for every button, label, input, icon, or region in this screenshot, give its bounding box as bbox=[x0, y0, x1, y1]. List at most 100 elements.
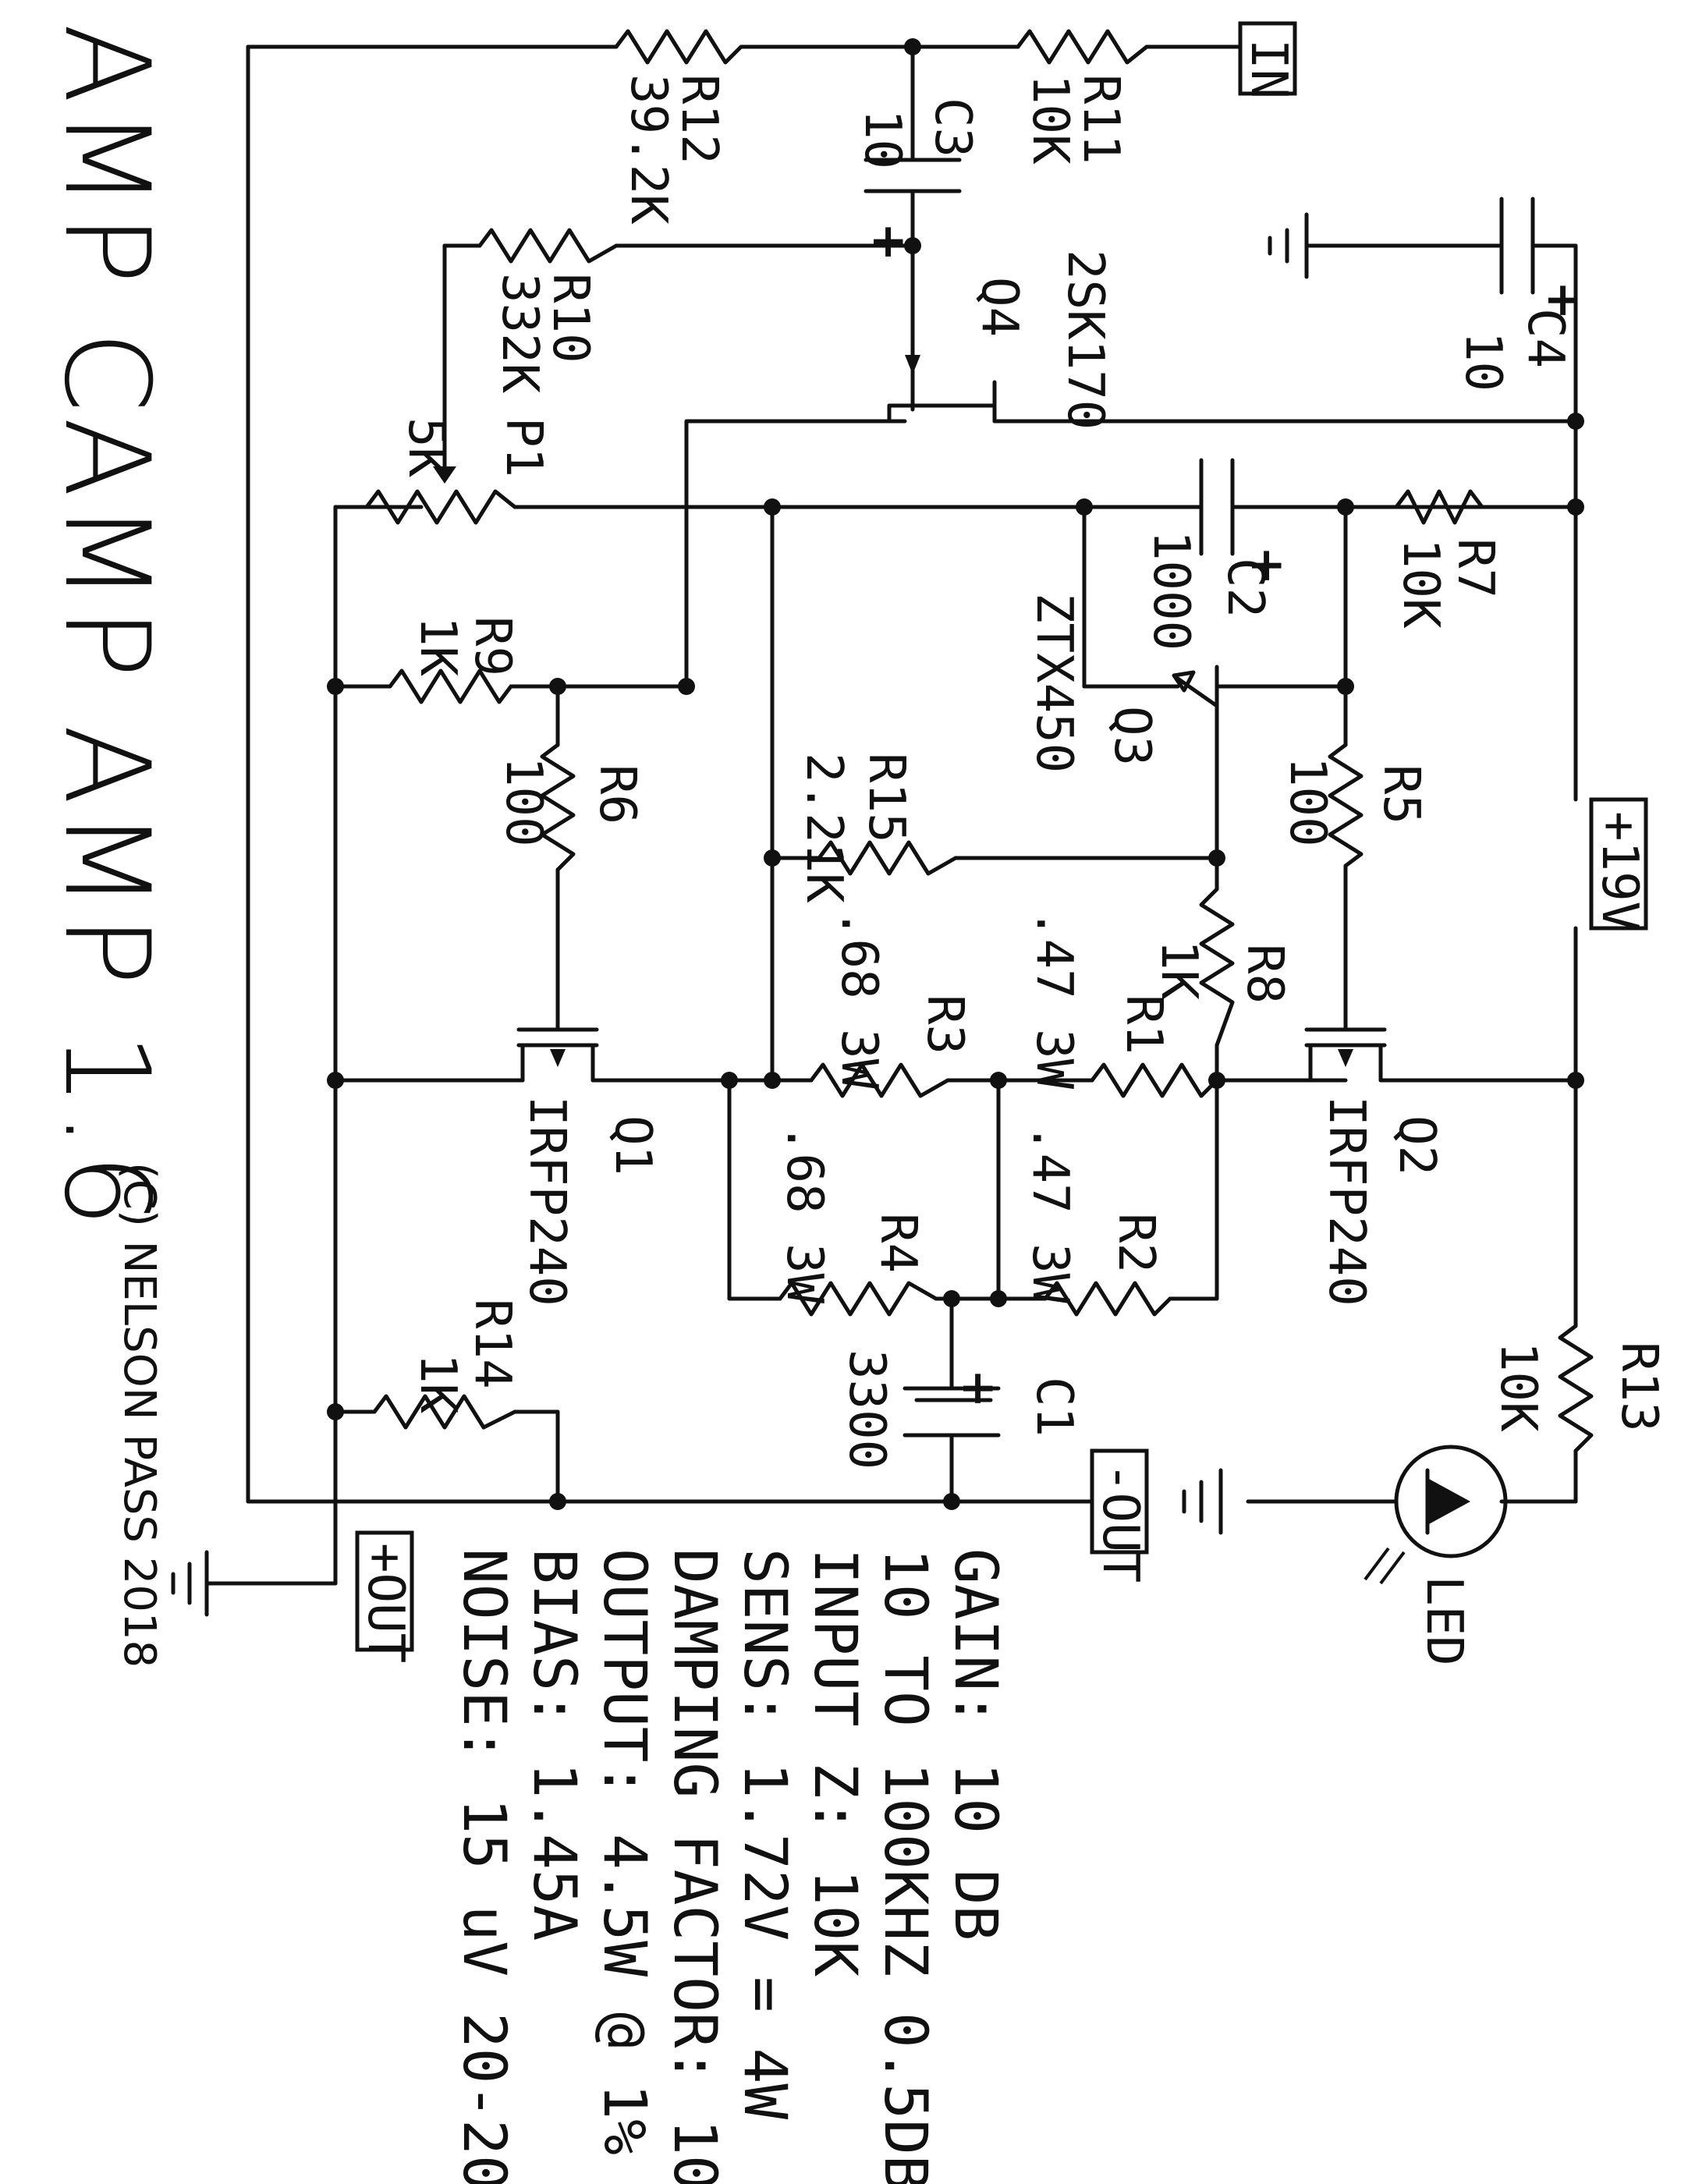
label-r15-value: 2.21K bbox=[795, 753, 853, 903]
spec-bandwidth: 10 TO 100KHZ 0.5DB bbox=[871, 1548, 941, 2184]
label-q3-ref: Q3 bbox=[1103, 706, 1161, 766]
spec-damping: DAMPING FACTOR: 10 bbox=[661, 1548, 730, 2184]
label-r14-ref: R14 bbox=[463, 1299, 521, 1389]
ports: IN +19V -OUT +OUT bbox=[355, 21, 1648, 1663]
port-supply-box bbox=[1589, 797, 1648, 931]
port-out-neg-label: -OUT bbox=[1091, 1462, 1149, 1583]
resistor-r12 bbox=[614, 29, 751, 65]
page-title: AMP CAMP AMP 1.6 bbox=[38, 23, 174, 1232]
label-r9-value: 1K bbox=[409, 616, 466, 677]
label-r3-value: .68 3W bbox=[830, 909, 888, 1090]
label-r8-ref: R8 bbox=[1236, 944, 1293, 1004]
label-c3-value: 10 bbox=[853, 109, 911, 169]
spec-noise: NOISE: 15 uV 20-20K bbox=[450, 1548, 520, 2184]
resistors bbox=[333, 29, 1594, 1453]
c1-plus: + bbox=[952, 1369, 1006, 1408]
label-q3-value: ZTX450 bbox=[1025, 593, 1083, 773]
label-r3-ref: R3 bbox=[916, 994, 973, 1055]
label-r10-value: 332K bbox=[491, 273, 548, 394]
label-r8-value: 1K bbox=[1150, 940, 1207, 1001]
label-r10-ref: R10 bbox=[541, 273, 599, 363]
label-r2-value: .47 3W bbox=[1021, 1123, 1079, 1304]
label-c1-value: 3300 bbox=[838, 1349, 895, 1470]
c4-plus: + bbox=[1537, 281, 1591, 320]
component-labels: R12 39.2K R11 10K C3 10 R10 332K 2SK170 … bbox=[397, 74, 1668, 1666]
label-r7-ref: R7 bbox=[1446, 538, 1504, 598]
resistor-r3 bbox=[809, 1062, 950, 1098]
label-r4-ref: R4 bbox=[869, 1213, 927, 1273]
spec-input-z: INPUT Z: 10K bbox=[801, 1548, 871, 1977]
label-r5-ref: R5 bbox=[1372, 764, 1430, 824]
label-q2-ref: Q2 bbox=[1388, 1115, 1445, 1175]
resistor-r14 bbox=[372, 1394, 517, 1430]
label-r11-value: 10K bbox=[1021, 74, 1079, 165]
label-r2-ref: R2 bbox=[1107, 1213, 1165, 1273]
wires bbox=[171, 44, 1578, 1617]
junction-dots bbox=[327, 38, 1584, 1510]
bjt-q3-emitter bbox=[1176, 676, 1219, 708]
label-r1-value: .47 3W bbox=[1025, 909, 1083, 1090]
label-r4-value: .68 3W bbox=[775, 1123, 833, 1304]
label-r13-value: 10K bbox=[1489, 1342, 1547, 1432]
label-r6-value: 100 bbox=[495, 757, 552, 847]
label-c2-ref: C2 bbox=[1216, 558, 1274, 618]
label-r5-value: 100 bbox=[1278, 757, 1336, 847]
port-out-pos-label: +OUT bbox=[356, 1543, 414, 1663]
polarity-marks: + + + + bbox=[862, 222, 1591, 1408]
transistors bbox=[516, 355, 1387, 1067]
spec-sensitivity: SENS: 1.72V = 4W bbox=[731, 1548, 800, 2119]
spec-list: GAIN: 10 DB 10 TO 100KHZ 0.5DB INPUT Z: … bbox=[450, 1548, 1011, 2184]
label-c1-ref: C1 bbox=[1025, 1377, 1083, 1437]
potentiometer-p1 bbox=[333, 489, 517, 525]
label-r15-ref: R15 bbox=[857, 753, 915, 843]
resistor-r2 bbox=[1043, 1281, 1172, 1317]
resistor-r4 bbox=[778, 1281, 938, 1317]
label-q4-value: 2SK170 bbox=[1056, 250, 1114, 430]
label-c4-ref: C4 bbox=[1516, 308, 1574, 368]
c2-plus: + bbox=[1240, 546, 1295, 585]
spec-gain: GAIN: 10 DB bbox=[942, 1548, 1011, 1941]
port-out-pos-box bbox=[355, 1530, 414, 1652]
spec-output: OUTPUT: 4.5W @ 1% bbox=[590, 1548, 660, 2155]
label-c3-ref: C3 bbox=[924, 98, 981, 158]
potentiometer-wiper-arrow bbox=[433, 466, 456, 484]
resistor-r10 bbox=[477, 228, 619, 264]
port-out-neg-box bbox=[1090, 1448, 1149, 1555]
jfet-q4-arrow bbox=[905, 355, 920, 374]
label-p1-value: 5K bbox=[397, 417, 455, 478]
label-q1-ref: Q1 bbox=[604, 1115, 661, 1175]
resistor-r9 bbox=[388, 668, 513, 704]
label-r1-ref: R1 bbox=[1115, 994, 1172, 1055]
port-in-label: IN bbox=[1239, 39, 1297, 99]
label-led-ref: LED bbox=[1415, 1576, 1473, 1666]
mosfet-q1-arrow bbox=[550, 1049, 566, 1067]
copyright-notice: (C) NELSON PASS 2018 bbox=[114, 1162, 165, 1668]
label-c2-value: 1000 bbox=[1142, 530, 1200, 651]
resistor-r6 bbox=[540, 743, 576, 872]
led bbox=[1364, 1445, 1508, 1585]
capacitors bbox=[864, 158, 1535, 1438]
label-r6-ref: R6 bbox=[588, 764, 646, 824]
resistor-r11 bbox=[1016, 29, 1149, 65]
spec-bias: BIAS: 1.45A bbox=[520, 1548, 590, 1941]
label-p1-ref: P1 bbox=[495, 417, 552, 477]
port-in-box bbox=[1238, 21, 1297, 96]
label-r13-ref: R13 bbox=[1610, 1342, 1668, 1432]
resistor-r15 bbox=[817, 840, 958, 876]
mosfet-q2-arrow bbox=[1338, 1049, 1353, 1067]
c3-plus: + bbox=[862, 222, 917, 261]
resistor-r13 bbox=[1558, 1324, 1594, 1453]
label-q4-ref: Q4 bbox=[970, 277, 1028, 337]
resistor-r7-zig bbox=[1394, 489, 1484, 525]
label-c4-value: 10 bbox=[1454, 332, 1512, 392]
resistor-r1 bbox=[1090, 1062, 1219, 1098]
bjt-q3-arrow bbox=[1172, 670, 1196, 693]
label-r9-ref: R9 bbox=[463, 616, 521, 676]
label-r7-value: 10K bbox=[1392, 538, 1449, 629]
resistor-r5 bbox=[1328, 743, 1364, 868]
label-r12-value: 39.2K bbox=[619, 74, 677, 225]
label-r14-value: 1K bbox=[409, 1353, 466, 1414]
resistor-r8 bbox=[1199, 887, 1235, 1048]
label-q1-value: IRFP240 bbox=[518, 1096, 576, 1306]
